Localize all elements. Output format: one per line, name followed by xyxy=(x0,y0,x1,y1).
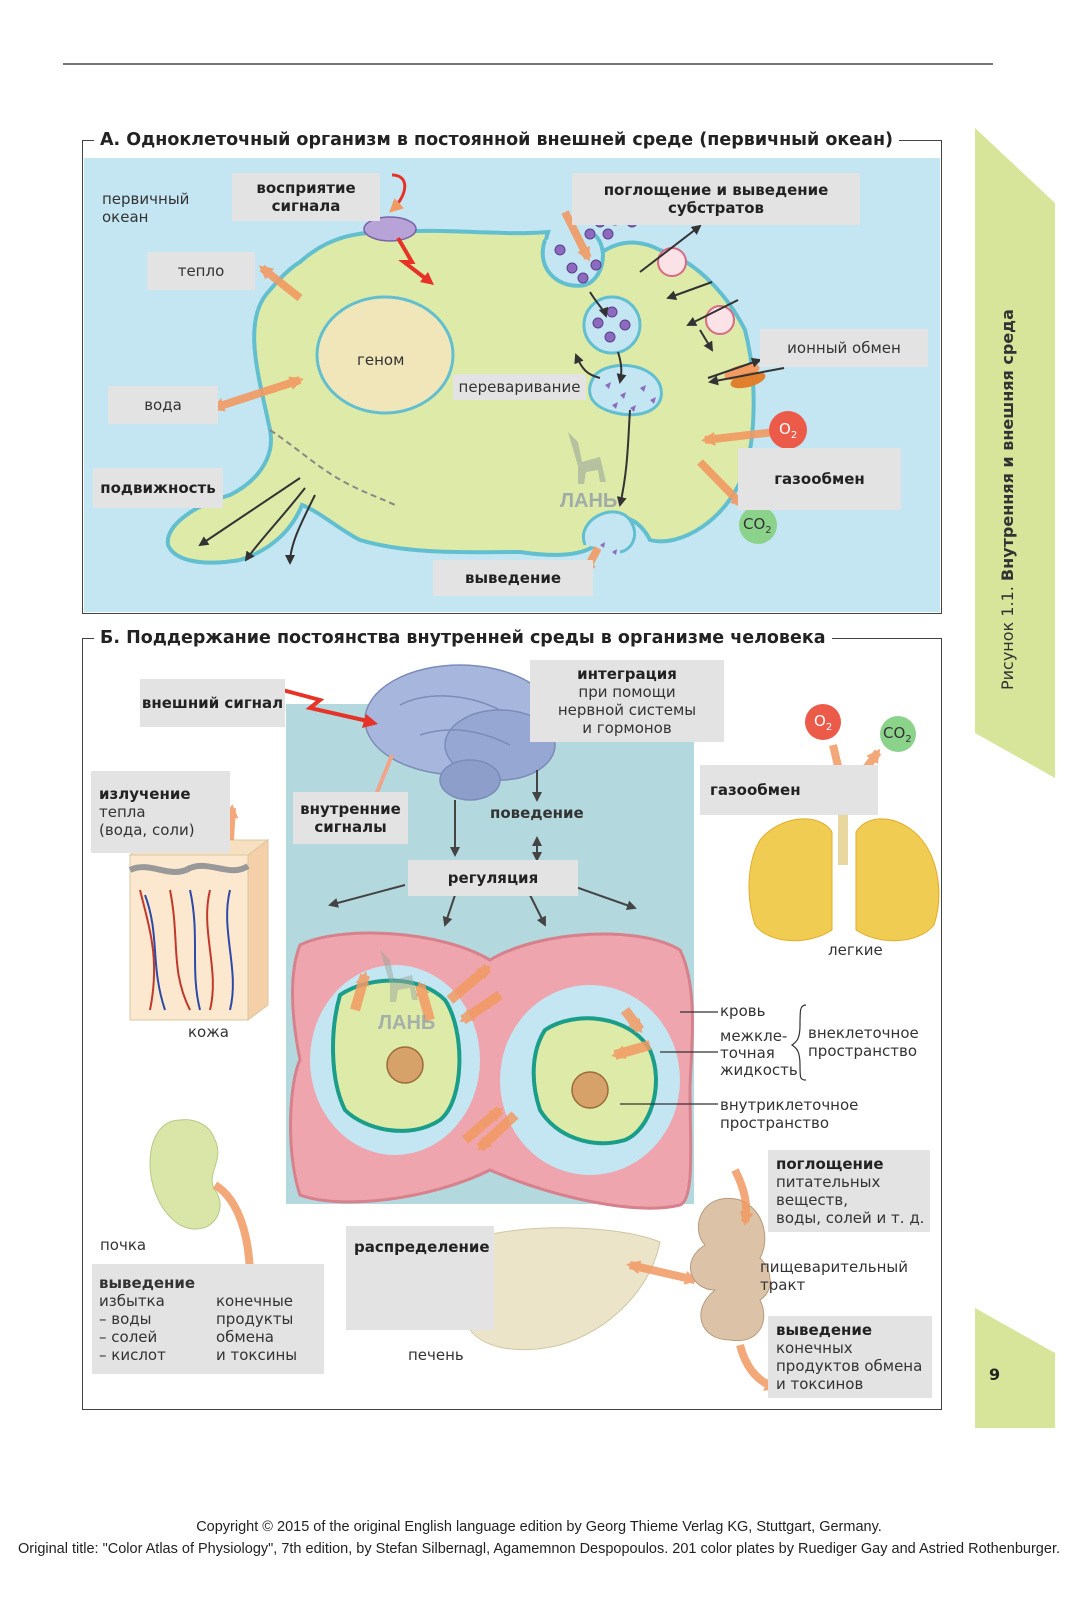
liver-label: печень xyxy=(408,1346,464,1364)
side-tab xyxy=(975,128,1055,1428)
behavior-label: поведение xyxy=(490,804,584,822)
figure-number: Рисунок 1.1. xyxy=(998,581,1017,690)
section-a-title: А. Одноклеточный организм в постоянной в… xyxy=(94,130,900,150)
absorption-label: поглощение питательных веществ, воды, со… xyxy=(768,1150,930,1232)
page-number: 9 xyxy=(989,1365,1001,1384)
ion-exchange-label: ионный обмен xyxy=(760,329,928,367)
copyright-line-2: Original title: "Color Atlas of Physiolo… xyxy=(17,1541,1060,1557)
excretion-label-a: выведение xyxy=(433,560,593,596)
water-label: вода xyxy=(108,386,218,424)
skin-illustration xyxy=(128,839,270,1021)
co2-label-b: CO2 xyxy=(883,724,912,745)
copyright-line-1: Copyright © 2015 of the original English… xyxy=(196,1519,882,1535)
heat-radiation-label: излучение тепла (вода, соли) xyxy=(91,771,230,853)
vesicle xyxy=(582,295,642,355)
genome-nucleus xyxy=(315,295,455,415)
o2-label-b: O2 xyxy=(814,712,833,733)
co2-ball-b xyxy=(880,716,916,752)
kidney-label: почка xyxy=(100,1236,147,1254)
external-signal-label: внешний сигнал xyxy=(140,679,285,727)
co2-ball-a xyxy=(739,506,777,544)
digestion-label: переваривание xyxy=(453,374,586,400)
regulation-label: регуляция xyxy=(408,860,578,896)
integration-label: интеграция при помощи нервной системы и … xyxy=(530,660,724,742)
figure-title: Внутренняя и внешняя среда xyxy=(998,309,1017,582)
receptor xyxy=(363,216,417,242)
kidney-excretion-label: выведение избытка – воды – солей – кисло… xyxy=(92,1264,324,1374)
gas-exchange-label-b: газообмен xyxy=(700,765,878,815)
brain xyxy=(364,664,556,801)
kidney-illustration xyxy=(149,1119,221,1230)
copyright-footer: Copyright © 2015 of the original English… xyxy=(0,1516,1078,1560)
section-b-title: Б. Поддержание постоянства внутренней ср… xyxy=(94,628,832,648)
top-rule xyxy=(63,63,993,65)
lungs-illustration xyxy=(748,795,940,942)
skin-label: кожа xyxy=(188,1023,229,1041)
watermark-a: ЛАНЬ xyxy=(560,490,618,512)
distribution-label: распределение xyxy=(346,1226,494,1330)
co2-label-a: CO2 xyxy=(743,515,772,536)
heat-label: тепло xyxy=(147,252,255,290)
gas-exchange-label-a: газообмен xyxy=(738,448,901,510)
watermark-b: ЛАНЬ xyxy=(378,1012,436,1034)
genome-label: геном xyxy=(357,351,405,369)
o2-ball-a xyxy=(769,411,807,449)
intestine-illustration xyxy=(690,1197,771,1342)
motility-label: подвижность xyxy=(93,468,223,508)
lungs-label: легкие xyxy=(828,941,883,959)
gut-excretion-label: выведение конечных продуктов обмена и то… xyxy=(768,1316,932,1398)
side-tab-caption: Рисунок 1.1. Внутренняя и внешняя среда xyxy=(998,309,1017,690)
o2-label-a: O2 xyxy=(779,420,798,441)
blood-label: кровь xyxy=(720,1002,766,1020)
o2-ball-b xyxy=(805,704,841,740)
